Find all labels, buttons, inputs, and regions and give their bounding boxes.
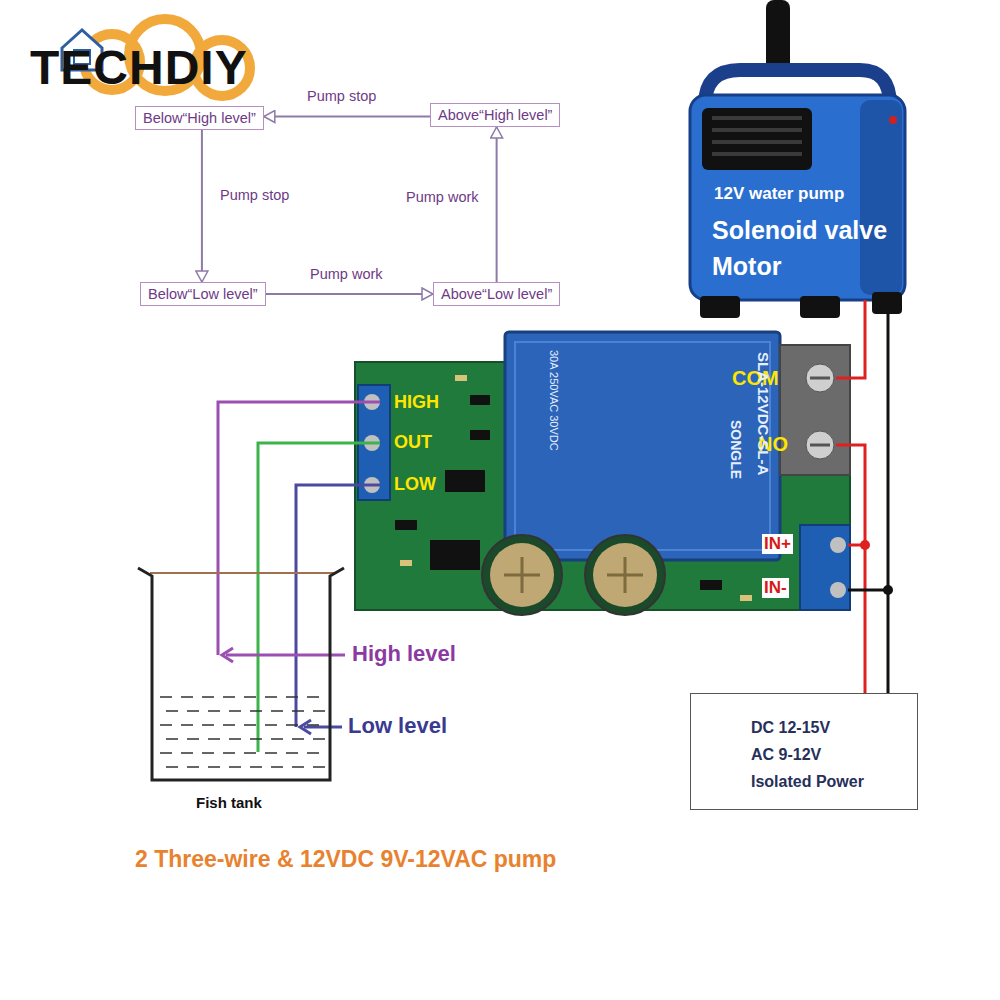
relay-board-part bbox=[593, 543, 657, 607]
relay-board-part-part bbox=[740, 595, 752, 601]
transition-arrow bbox=[264, 116, 430, 118]
logo-text: TECHDIY bbox=[30, 40, 248, 95]
pin-name: OUT bbox=[394, 432, 432, 453]
water-pump-part-part bbox=[712, 140, 802, 144]
relay-board-part bbox=[800, 525, 850, 610]
power-spec: Isolated Power bbox=[751, 768, 907, 795]
relay-board-part-part bbox=[470, 430, 490, 440]
power-wires-part bbox=[836, 445, 865, 693]
power-box: DC 12-15VAC 9-12VIsolated Power bbox=[690, 693, 918, 810]
fish-tank-part bbox=[160, 697, 325, 767]
relay-board-part bbox=[490, 543, 554, 607]
fish-tank-part-part bbox=[160, 696, 325, 698]
water-pump bbox=[690, 0, 905, 318]
fish-tank-part-part bbox=[160, 752, 325, 754]
relay-board-part bbox=[810, 377, 830, 380]
edge-label: Pump work bbox=[404, 189, 481, 206]
water-pump-part bbox=[712, 118, 802, 154]
power-wires bbox=[836, 300, 888, 693]
pin-name: HIGH bbox=[394, 392, 439, 413]
probe-label: High level bbox=[352, 641, 456, 666]
water-pump-part bbox=[860, 100, 902, 295]
relay-board-part bbox=[585, 535, 665, 615]
state-box: Below“Low level” bbox=[140, 282, 266, 306]
relay-board-part-part bbox=[430, 540, 480, 570]
relay-board-part bbox=[830, 537, 846, 553]
relay-board-part bbox=[607, 557, 643, 593]
pin-name: IN- bbox=[762, 578, 789, 598]
probe-wires-part bbox=[222, 648, 233, 662]
pin-name: LOW bbox=[394, 474, 436, 495]
fish-tank-part bbox=[138, 568, 344, 780]
fish-tank-part-part bbox=[166, 710, 325, 712]
transition-arrow bbox=[496, 127, 498, 282]
pump-label: 12V water pump bbox=[714, 184, 844, 204]
relay-marking: SLA-12VDC-SL-A bbox=[755, 352, 772, 475]
relay-board-part bbox=[780, 345, 850, 475]
relay-board-part-part bbox=[470, 395, 490, 405]
pump-label: Solenoid valve bbox=[712, 216, 887, 245]
water-pump-part bbox=[690, 95, 905, 300]
water-pump-part bbox=[800, 296, 840, 318]
probe-wires-part bbox=[226, 654, 345, 657]
probe-wires-part bbox=[258, 443, 380, 752]
pump-label: Motor bbox=[712, 252, 781, 281]
power-wires-part bbox=[848, 589, 888, 592]
caption: 2 Three-wire & 12VDC 9V-12VAC pump bbox=[135, 846, 556, 872]
transition-arrow bbox=[201, 130, 203, 282]
relay-board bbox=[355, 332, 850, 615]
state-box: Above“High level” bbox=[430, 103, 560, 127]
relay-marking: SONGLE bbox=[728, 420, 744, 479]
fish-tank-part-part bbox=[166, 766, 325, 768]
relay-board-part bbox=[505, 332, 780, 560]
wire-junction bbox=[883, 585, 893, 595]
relay-board-part bbox=[504, 557, 540, 593]
state-text: Below“Low level” bbox=[148, 286, 258, 302]
relay-board-part bbox=[482, 535, 562, 615]
probe-label: Low level bbox=[348, 713, 447, 738]
probe-wires-part bbox=[304, 726, 342, 729]
relay-board-part-part bbox=[700, 580, 722, 590]
relay-board-part-part bbox=[395, 520, 417, 530]
state-text: Above“High level” bbox=[438, 107, 552, 123]
water-pump-part-part bbox=[712, 116, 802, 120]
fish-tank-part bbox=[150, 572, 336, 574]
relay-board-part bbox=[830, 582, 846, 598]
relay-board-part bbox=[515, 342, 770, 550]
power-wires-part bbox=[836, 300, 865, 378]
water-pump-part-part bbox=[712, 152, 802, 156]
probe-wires-part bbox=[300, 720, 311, 734]
relay-marking: 30A 250VAC 30VDC bbox=[547, 350, 560, 451]
edge-label: Pump work bbox=[308, 266, 385, 283]
relay-board-part bbox=[806, 364, 834, 392]
edge-label: Pump stop bbox=[305, 88, 378, 105]
relay-board-part bbox=[806, 431, 834, 459]
relay-board-part bbox=[810, 444, 830, 447]
water-pump-part bbox=[702, 108, 812, 170]
relay-board-part-part bbox=[445, 470, 485, 492]
state-box: Below“High level” bbox=[135, 106, 264, 130]
power-wires-part bbox=[887, 300, 890, 693]
water-pump-part bbox=[889, 116, 897, 124]
state-text: Above“Low level” bbox=[441, 286, 552, 302]
probe-wires bbox=[218, 402, 380, 752]
fish-tank-part-part bbox=[160, 724, 325, 726]
edge-label: Pump stop bbox=[218, 187, 291, 204]
fish-tank-part-part bbox=[166, 738, 325, 740]
probe-wires-part bbox=[218, 402, 380, 655]
power-spec: AC 9-12V bbox=[751, 741, 907, 768]
state-box: Above“Low level” bbox=[433, 282, 560, 306]
relay-board-part-part bbox=[400, 560, 412, 566]
fish-tank bbox=[138, 568, 344, 780]
state-text: Below“High level” bbox=[143, 110, 256, 126]
transition-arrow bbox=[266, 293, 433, 295]
wire-junction bbox=[860, 540, 870, 550]
water-pump-part bbox=[700, 296, 740, 318]
relay-board-part-part bbox=[455, 375, 467, 381]
probe-wires-part bbox=[296, 485, 380, 727]
part-name: Fish tank bbox=[196, 794, 262, 811]
power-spec: DC 12-15V bbox=[751, 714, 907, 741]
pin-name: IN+ bbox=[762, 534, 793, 554]
water-pump-part-part bbox=[712, 128, 802, 132]
